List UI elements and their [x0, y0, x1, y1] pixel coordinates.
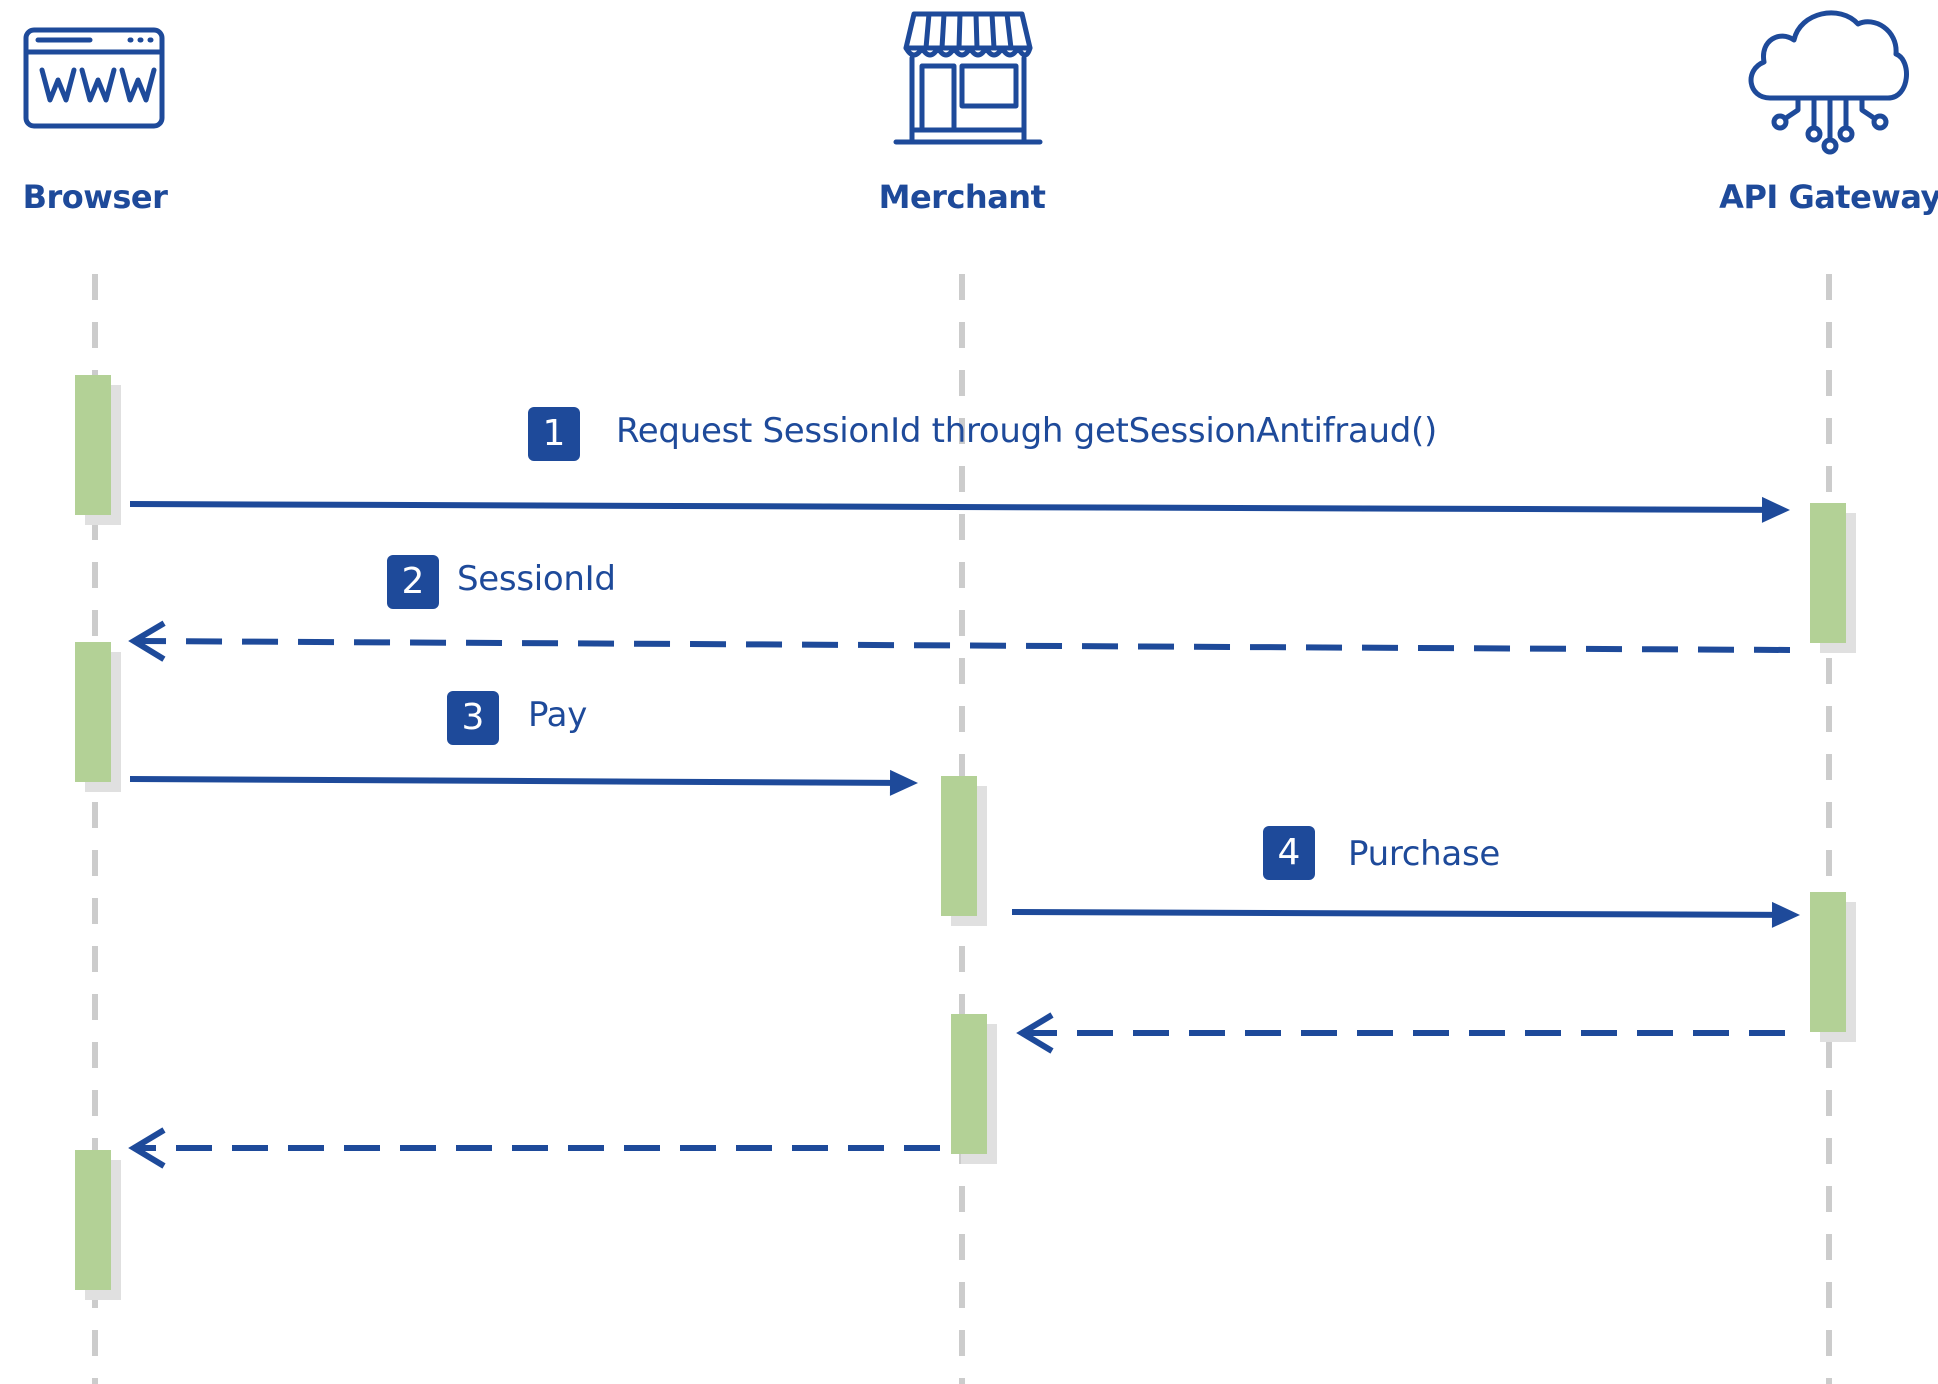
- message-label-1: Request SessionId through getSessionAnti…: [616, 411, 1437, 451]
- arrow-head: [1761, 496, 1790, 523]
- storefront-icon: [893, 11, 1043, 145]
- step-badge-2: 2: [387, 555, 439, 609]
- message-label-3: Pay: [528, 695, 588, 735]
- activation-bar-gateway: [1810, 503, 1846, 643]
- step-badge-3: 3: [447, 691, 499, 745]
- www-window-icon: [23, 27, 165, 129]
- message-arrow-3: [129, 769, 918, 796]
- arrow-head: [1771, 901, 1800, 928]
- arrow-shaft: [1011, 909, 1781, 918]
- arrow-head: [1016, 1012, 1054, 1054]
- activation-bar-merchant: [951, 1014, 987, 1154]
- cloud-network-icon: [1748, 10, 1909, 155]
- activation-bar-merchant: [941, 776, 977, 916]
- arrow-head: [128, 1127, 166, 1169]
- message-label-2: SessionId: [457, 559, 616, 599]
- message-arrow-2: [128, 620, 1791, 662]
- message-arrow-1: [129, 496, 1790, 523]
- actor-label-merchant: Merchant: [878, 178, 1046, 216]
- actor-label-gateway: API Gateway: [1719, 178, 1938, 216]
- activation-bar-browser: [75, 642, 111, 782]
- message-arrow-4: [1011, 901, 1800, 928]
- arrow-shaft: [129, 776, 899, 786]
- actor-label-browser: Browser: [22, 178, 168, 216]
- activation-bar-browser: [75, 1150, 111, 1290]
- step-badge-4: 4: [1263, 826, 1315, 880]
- message-arrow-6: [128, 1127, 940, 1169]
- arrow-head: [889, 769, 918, 796]
- arrow-shaft: [129, 501, 1771, 513]
- arrow-head: [128, 620, 166, 662]
- activation-bar-gateway: [1810, 892, 1846, 1032]
- arrow-shaft: [133, 638, 1791, 653]
- step-badge-1: 1: [528, 407, 580, 461]
- message-arrow-5: [1016, 1012, 1785, 1054]
- message-label-4: Purchase: [1348, 834, 1500, 874]
- activation-bar-browser: [75, 375, 111, 515]
